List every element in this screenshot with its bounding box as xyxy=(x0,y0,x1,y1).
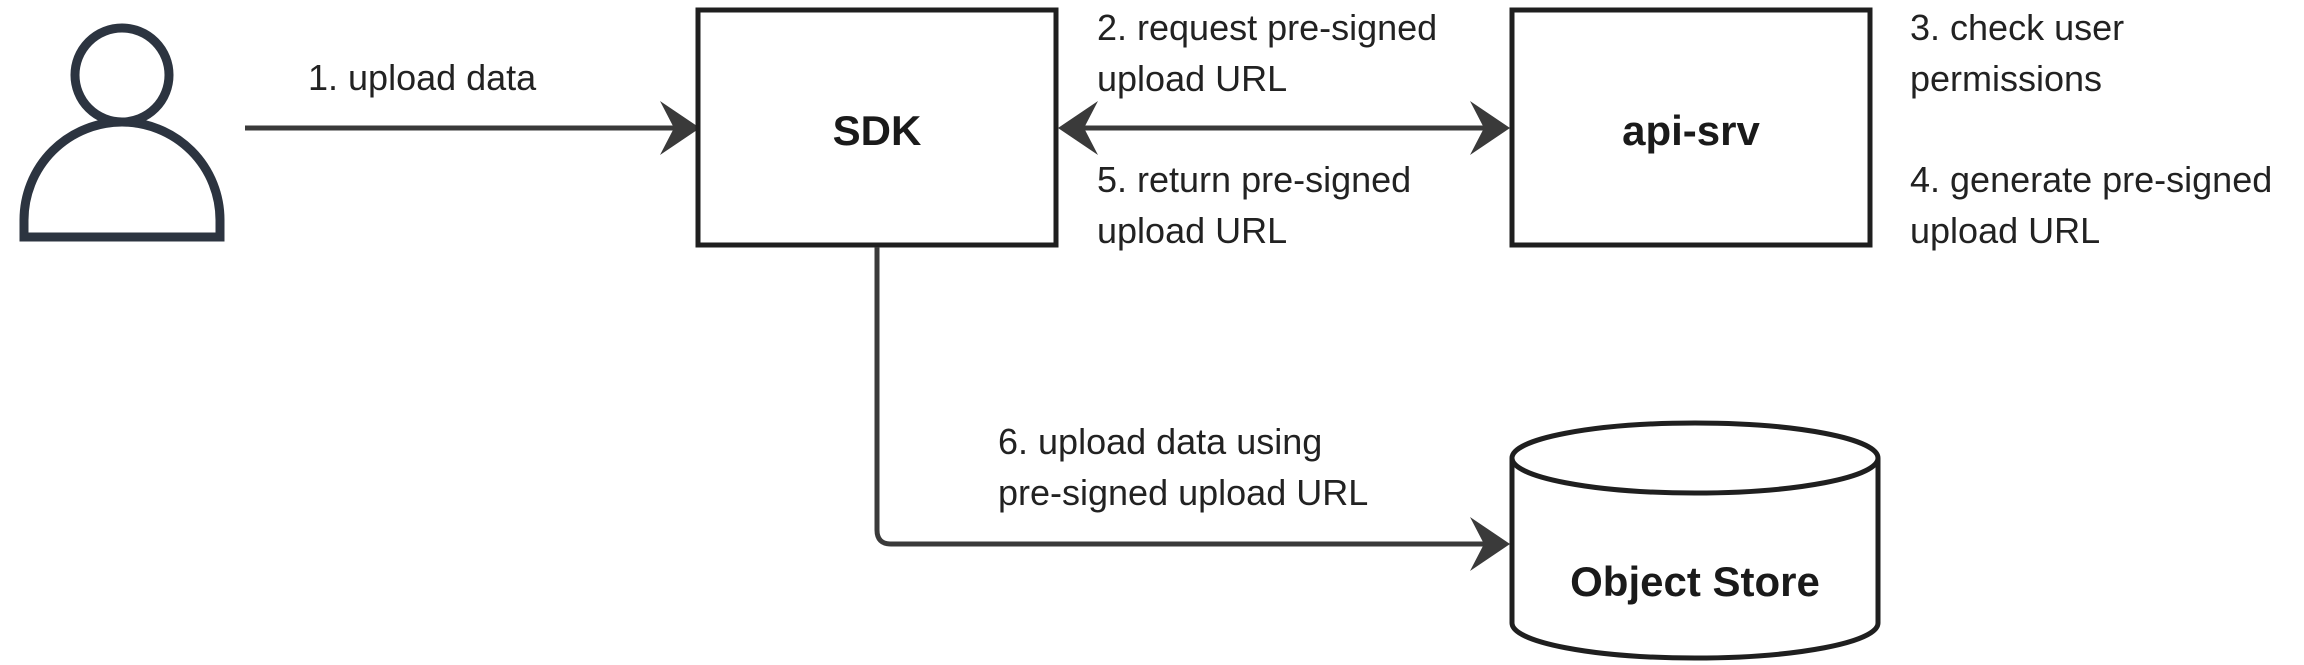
edge-label-upload-data: 1. upload data xyxy=(308,57,537,98)
object-store-node: Object Store xyxy=(1509,420,1881,661)
user-icon xyxy=(19,23,225,242)
sdk-node-label: SDK xyxy=(833,107,922,154)
edge-label-upload-with-url: 6. upload data using pre-signed upload U… xyxy=(998,421,1368,513)
note-generate-url: 4. generate pre-signed upload URL xyxy=(1910,159,2282,251)
edge-label-request-url: 2. request pre-signed upload URL xyxy=(1097,7,1447,99)
edge-sdk-api xyxy=(1058,101,1510,155)
sdk-node: SDK xyxy=(695,7,1059,248)
note-check-permissions: 3. check user permissions xyxy=(1910,7,2134,99)
api-srv-node-label: api-srv xyxy=(1622,107,1760,154)
edge-label-return-url: 5. return pre-signed upload URL xyxy=(1097,159,1421,251)
object-store-node-label: Object Store xyxy=(1570,558,1820,605)
edge-upload-to-store xyxy=(874,247,1510,571)
api-srv-node: api-srv xyxy=(1509,7,1873,248)
edge-upload-data xyxy=(245,101,700,155)
